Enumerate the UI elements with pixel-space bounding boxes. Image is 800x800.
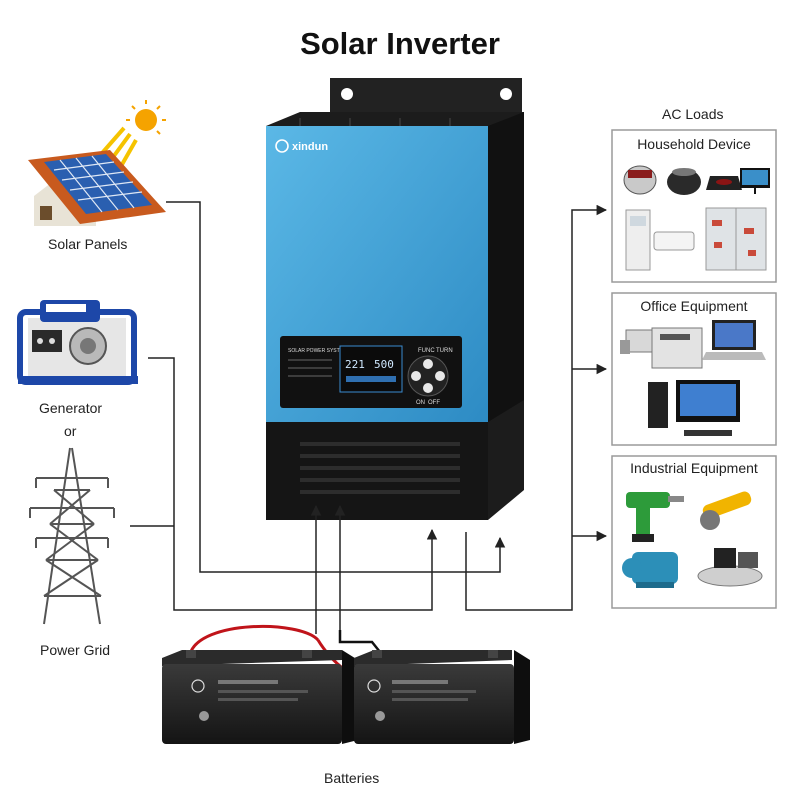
angle-grinder-icon [700,491,752,530]
office-equipment-box [611,292,777,446]
household-appliances-icons [623,165,770,271]
ac-output-wire [465,204,608,611]
keypad-up-button[interactable] [423,359,433,369]
power-grid-tower-icon [29,447,115,625]
rice-cooker-icon [623,165,657,195]
drill-icon [626,492,684,542]
air-compressor-icon [697,548,763,587]
lcd-value-2: 500 [374,358,394,371]
solar-panels-label: Solar Panels [48,236,128,252]
lcd-display [339,345,403,393]
keypad-label-off: OFF [428,400,440,406]
keypad-down-button[interactable] [423,383,433,393]
keypad-left-button[interactable] [411,371,421,381]
keypad[interactable]: FUNC TURN ON OFF [407,348,453,406]
office-equipment-icons [620,320,766,436]
printer-icon [651,327,703,369]
induction-cooker-icon [706,176,742,190]
desktop-computer-icon [648,380,740,436]
battery-wire-3 [338,630,381,653]
generator-illustration [17,300,138,385]
keypad-label-turn: TURN [436,348,453,354]
office-equipment-label: Office Equipment [640,298,748,314]
lcd-value-1: 221 [345,358,365,371]
brand-logo: xindun [275,139,328,153]
electric-motor-icon [622,552,678,588]
keypad-right-button[interactable] [435,371,445,381]
or-label: or [64,423,77,439]
battery-right [354,650,530,744]
generator-label: Generator [39,400,103,416]
solar-panels-illustration [28,100,166,226]
battery-left [162,650,358,744]
generator-wire [148,357,438,611]
control-panel-label: SOLAR POWER SYSTEM [288,348,347,354]
keypad-label-on: ON [416,400,425,406]
solar-wire [166,201,506,573]
pressure-cooker-icon [667,168,701,195]
page-title: Solar Inverter [300,26,500,61]
refrigerator-icon [705,207,767,271]
keypad-label-func: FUNC [418,348,435,354]
power-grid-label: Power Grid [40,642,111,658]
inverter-unit: xindun SOLAR POWER SYSTEM 221 500 FUNC T… [266,78,524,520]
ac-loads-heading: AC Loads [662,106,724,122]
brand-text: xindun [292,141,328,153]
tv-icon [740,168,770,194]
industrial-equipment-label: Industrial Equipment [630,460,758,476]
laptop-icon [702,320,766,360]
industrial-equipment-icons [622,491,763,588]
batteries-label: Batteries [324,770,380,786]
household-device-label: Household Device [637,136,751,152]
air-conditioner-icon [625,209,695,271]
wiring [130,201,608,653]
